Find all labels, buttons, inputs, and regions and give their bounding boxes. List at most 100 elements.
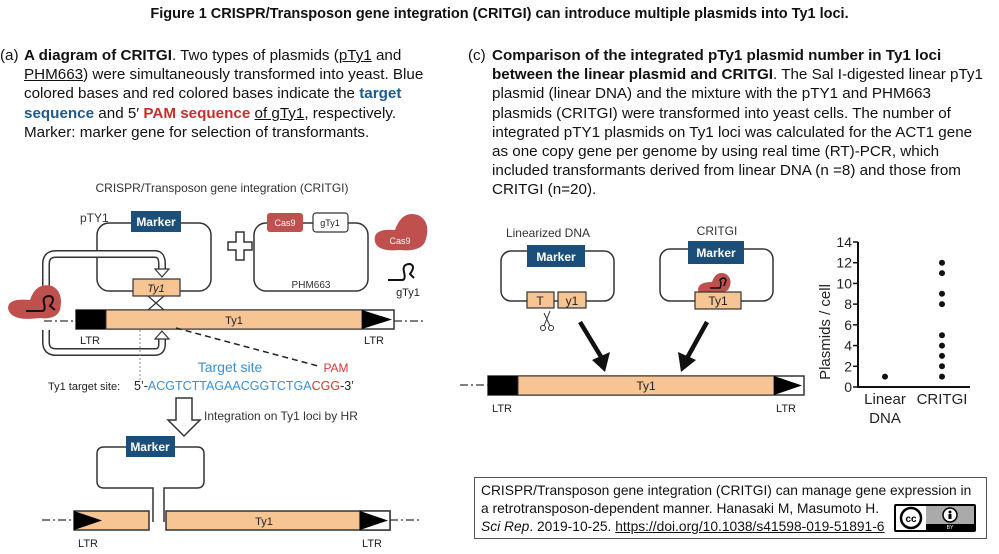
caption-text: . Two types of plasmids (	[171, 47, 339, 64]
panel-c-heading: Comparison of the integrated pTy1 plasmi…	[492, 47, 942, 84]
phm663-plasmid	[253, 222, 369, 292]
citation-journal: Sci Rep	[481, 519, 530, 534]
y-tick-label: 6	[844, 317, 852, 333]
data-point	[939, 373, 945, 380]
caption-text: and 5′	[94, 104, 144, 122]
ltr-left-label: LTR	[492, 403, 512, 415]
target-sequence: 5’-ACGTCTTAGAACGGTCTGACGG-3’	[134, 379, 354, 393]
cas9-protein-icon	[374, 214, 428, 251]
data-point	[939, 270, 945, 277]
marker-label: Marker	[130, 440, 170, 454]
linearized-dna-title: Linearized DNA	[506, 226, 590, 240]
ltr-left-label: LTR	[80, 335, 100, 347]
ltr-left-arrow-icon	[76, 310, 106, 329]
ltr-right-arrow-icon	[362, 310, 392, 329]
panel-a-diagram: CRISPR/Transposon gene integration (CRIT…	[8, 181, 428, 550]
marker-box	[131, 211, 181, 232]
cc-icon	[899, 506, 923, 530]
gty1-gene-label: gTy1	[320, 218, 340, 228]
y1-fragment-label: y1	[566, 294, 579, 308]
y-tick-label: 0	[844, 379, 852, 395]
integration-label: Integration on Ty1 loci by HR	[204, 409, 358, 423]
cas9-protein-label: Cas9	[389, 236, 410, 246]
ty1-fragment-right	[165, 510, 391, 531]
caption-text: and	[371, 47, 402, 64]
link-pty1[interactable]: pTy1	[338, 47, 372, 64]
guide-rna-icon	[710, 277, 727, 289]
citation-date: . 2019-10-25.	[529, 519, 616, 534]
panel-c-diagram: Linearized DNA Marker T y1 CRITGI Marker…	[460, 224, 805, 415]
data-point	[882, 373, 888, 380]
panel-c-caption: (c) Comparison of the integrated pTy1 pl…	[468, 46, 993, 206]
panel-c-label: (c)	[468, 47, 486, 64]
panel-a-heading: A diagram of CRITGI	[24, 47, 172, 64]
hollow-arrow-lower	[42, 330, 166, 356]
gty1-gene-box	[312, 212, 349, 233]
svg-text:BY: BY	[947, 525, 954, 530]
data-point	[939, 363, 945, 370]
data-point	[939, 352, 945, 359]
ty1-locus-label: Ty1	[636, 379, 656, 393]
scissors-icon	[543, 310, 551, 327]
arrow-critgi-icon	[684, 320, 709, 362]
cas9-gene-box	[267, 213, 303, 232]
caption-text: . The Sal I-digested linear pTy1 plasmid…	[492, 66, 983, 199]
target-site-label: Target site	[198, 359, 263, 375]
ltr-right-label: LTR	[364, 335, 384, 347]
citation-line-1: CRISPR/Transposon gene integration (CRIT…	[481, 483, 972, 498]
cc-by-license-badge[interactable]: cc BY	[894, 504, 976, 532]
x-category-label: CRITGI	[917, 391, 968, 408]
doi-link[interactable]: https://doi.org/10.1038/s41598-019-51891…	[615, 519, 885, 534]
pam-label: PAM	[323, 361, 348, 375]
citation-line-2: a retrotransposon-dependent manner. Hana…	[481, 501, 880, 516]
citation-box: CRISPR/Transposon gene integration (CRIT…	[474, 477, 987, 539]
data-point	[939, 259, 945, 266]
ltr-right-arrow-icon	[360, 511, 388, 530]
pty1-label: pTY1	[80, 211, 109, 225]
t-fragment-box	[526, 291, 555, 309]
crossover-mark	[147, 295, 165, 311]
ltr-right-arrow-icon	[774, 376, 802, 395]
plus-icon	[227, 231, 253, 261]
down-arrow-icon	[166, 397, 202, 438]
marker-box	[527, 245, 585, 267]
ltr-right-label: LTR	[362, 538, 382, 550]
target-sequence-term: target sequence	[24, 85, 402, 122]
ltr-left-arrow-icon	[488, 376, 518, 395]
cas9-gene-label: Cas9	[274, 218, 295, 228]
svg-text:cc: cc	[905, 514, 917, 525]
marker-label: Marker	[136, 215, 176, 229]
data-point	[939, 342, 945, 349]
ty1-locus-label: Ty1	[255, 516, 273, 528]
panel-a-caption: (a) A diagram of CRITGI. Two types of pl…	[0, 46, 460, 166]
y-tick-label: 4	[844, 338, 852, 354]
y-tick-label: 14	[836, 234, 852, 250]
ltr-right-label: LTR	[776, 403, 796, 415]
gty1-rna-label: gTy1	[396, 287, 420, 299]
ty1-box	[694, 291, 742, 310]
phm663-label: PHM663	[292, 280, 331, 291]
panel-a-label: (a)	[0, 47, 19, 64]
link-phm663[interactable]: PHM663	[24, 66, 84, 84]
y1-fragment-box	[557, 291, 587, 309]
pam-dashed-line	[175, 327, 319, 367]
ty1-italic-label: Ty1	[147, 283, 165, 295]
ty1-target-site-label: Ty1 target site:	[48, 381, 120, 393]
figure-title: Figure 1 CRISPR/Transposon gene integrat…	[150, 6, 849, 22]
ty1-label: Ty1	[708, 294, 728, 308]
caption-text: ) were simultaneously transformed into y…	[24, 66, 424, 103]
marker-label: Marker	[696, 246, 736, 260]
data-point	[939, 290, 945, 297]
ltr-left-label: LTR	[78, 538, 98, 550]
pam-sequence-term: PAM sequence	[143, 104, 251, 122]
critgi-title: CRITGI	[697, 224, 738, 238]
marker-box	[126, 436, 175, 457]
y-tick-label: 12	[836, 255, 852, 271]
marker-label: Marker	[536, 250, 576, 264]
y-tick-label: 10	[836, 275, 852, 291]
y-tick-label: 2	[844, 358, 852, 374]
cas9-complex-icon	[8, 285, 61, 319]
link-gty1[interactable]: of gTy1	[254, 104, 305, 122]
